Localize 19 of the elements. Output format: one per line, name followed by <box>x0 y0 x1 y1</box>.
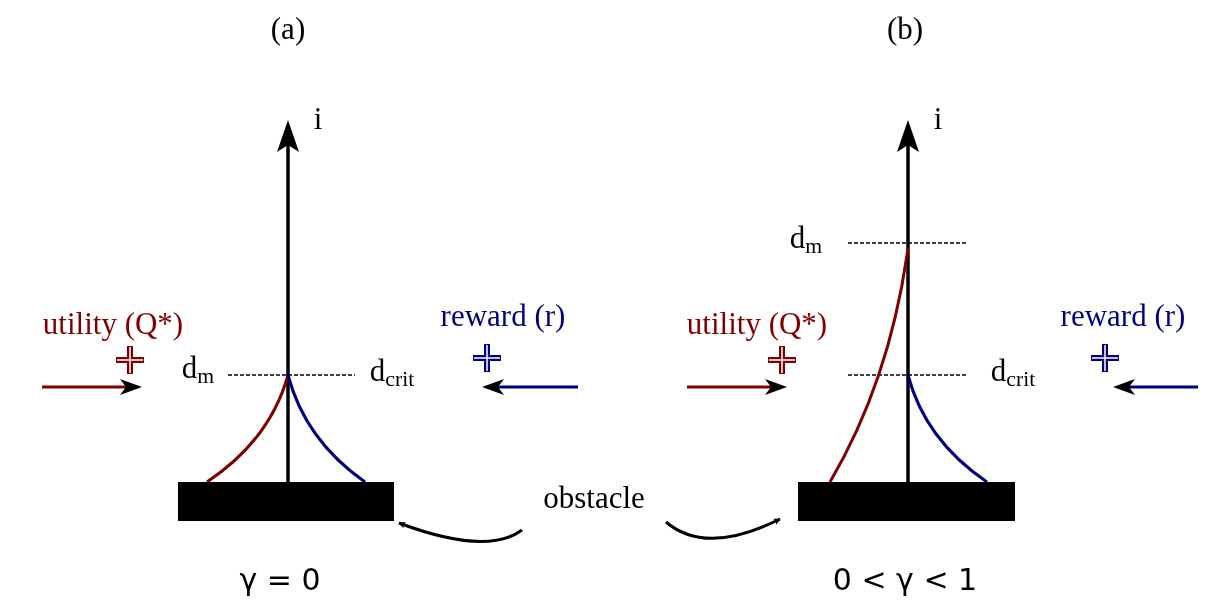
panel-label: (a) <box>270 12 306 44</box>
distance-label: d$_{m}$ <box>789 221 823 259</box>
gamma-label: γ = 0 <box>239 565 321 595</box>
obstacle-label: obstacle <box>543 480 645 516</box>
obstacle-bar <box>798 482 1015 521</box>
utility-label: utility (Q*) <box>686 307 828 339</box>
obstacle-bar <box>178 482 394 521</box>
curved-arrow <box>398 521 523 543</box>
distance-label: d$_{crit}$ <box>990 354 1036 392</box>
axis-label: i <box>313 102 323 134</box>
gamma-label: 0 < γ < 1 <box>832 565 978 595</box>
reward-label: reward (r) <box>1060 299 1186 331</box>
distance-label: d$_{crit}$ <box>369 354 415 392</box>
distance-label: d$_{m}$ <box>181 351 215 389</box>
utility-label: utility (Q*) <box>42 307 184 339</box>
axis-label: i <box>933 102 943 134</box>
reward-label: reward (r) <box>440 299 566 331</box>
curved-arrow <box>665 517 781 540</box>
panel-label: (b) <box>886 12 924 44</box>
